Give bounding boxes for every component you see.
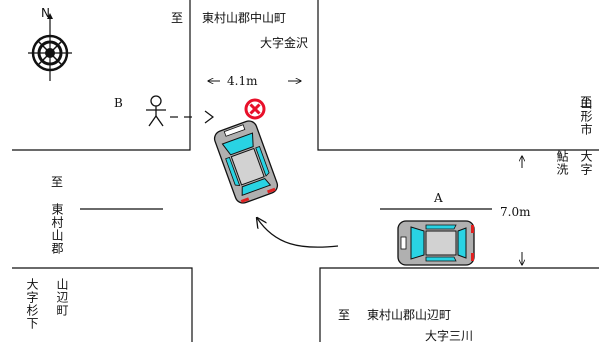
right-area-line2: 鮎洗 [555, 150, 569, 176]
left-to-label: 至 [51, 175, 64, 189]
collision-mark-icon [244, 98, 266, 120]
car-turning [213, 120, 279, 204]
road-edges [12, 0, 599, 342]
width-label-top: 4.1m [227, 74, 258, 88]
top-to-label: 至 [171, 11, 184, 25]
road-edge-bottom-left [12, 267, 193, 342]
top-place-line1: 東村山郡中山町 [202, 11, 287, 25]
right-place-label: 山形市 [579, 97, 593, 136]
pedestrian-b-icon [146, 95, 166, 127]
bottom-to-label: 至 [338, 308, 351, 322]
vehicle-path-arrow [257, 218, 339, 248]
pedestrian-path [170, 110, 214, 124]
car-a [397, 220, 475, 266]
north-label: N [41, 6, 50, 20]
bottom-left-line1: 山辺町 [55, 278, 69, 317]
bottom-left-line2: 大字杉下 [25, 278, 39, 330]
bottom-place-line2: 大字三川 [425, 329, 474, 343]
right-area-line1: 大字 [579, 150, 593, 176]
road-edge-top-right [317, 0, 599, 151]
width-label-right: 7.0m [500, 205, 531, 219]
compass-icon [28, 13, 72, 81]
point-a-label: A [434, 191, 443, 205]
road-edge-bottom-right [319, 267, 599, 342]
point-b-label: B [114, 96, 123, 110]
top-place-line2: 大字金沢 [260, 36, 309, 50]
left-place-label: 東村山郡 [50, 203, 64, 255]
right-to-label: 至 [580, 95, 593, 109]
bottom-place-line1: 東村山郡山辺町 [367, 308, 452, 322]
road-edge-top-left [12, 0, 191, 151]
